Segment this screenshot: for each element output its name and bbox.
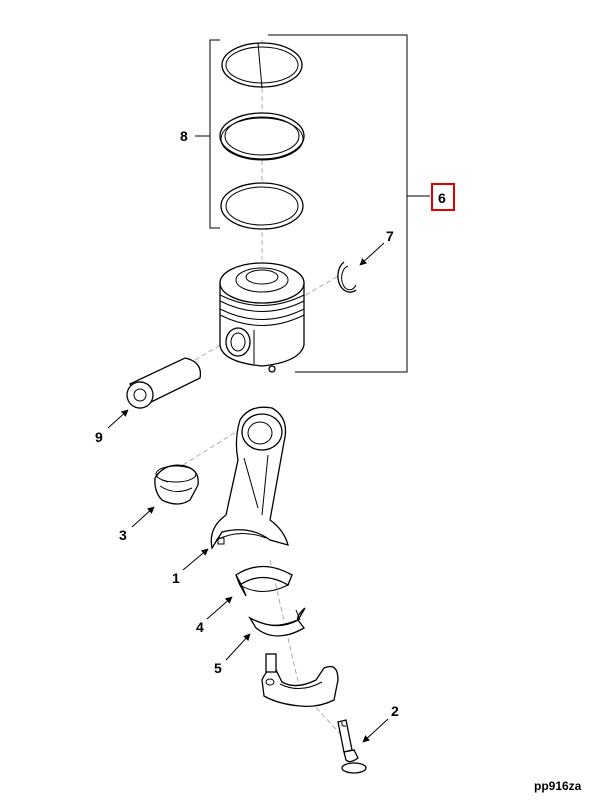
- callout-6: 6: [438, 190, 446, 206]
- rod-cap: [261, 653, 339, 708]
- callout-8: 8: [180, 128, 188, 144]
- piston-pin: [126, 357, 202, 409]
- pin-bushing: [154, 464, 199, 505]
- callout-3: 3: [119, 527, 127, 543]
- upper-bearing-shell: [235, 565, 293, 597]
- callout-5: 5: [214, 660, 222, 676]
- callout-6-highlight: 6: [431, 183, 455, 211]
- piston-ring-top: [221, 42, 303, 89]
- callout-9: 9: [95, 429, 103, 445]
- piston-ring-bottom: [220, 182, 304, 230]
- assembly-bracket: [268, 34, 430, 373]
- callout-2: 2: [391, 703, 399, 719]
- callout-7: 7: [386, 228, 394, 244]
- snap-ring: [337, 261, 357, 293]
- piston: [219, 262, 305, 373]
- figure-reference: pp916za: [534, 779, 582, 793]
- callout-leaders: [107, 242, 389, 743]
- callout-1: 1: [172, 570, 180, 586]
- connecting-rod: [210, 406, 289, 550]
- rings-bracket: [195, 39, 220, 229]
- cap-screw: [337, 719, 367, 774]
- callout-4: 4: [196, 619, 204, 635]
- piston-ring-middle: [219, 112, 305, 161]
- lower-bearing-shell: [248, 607, 306, 637]
